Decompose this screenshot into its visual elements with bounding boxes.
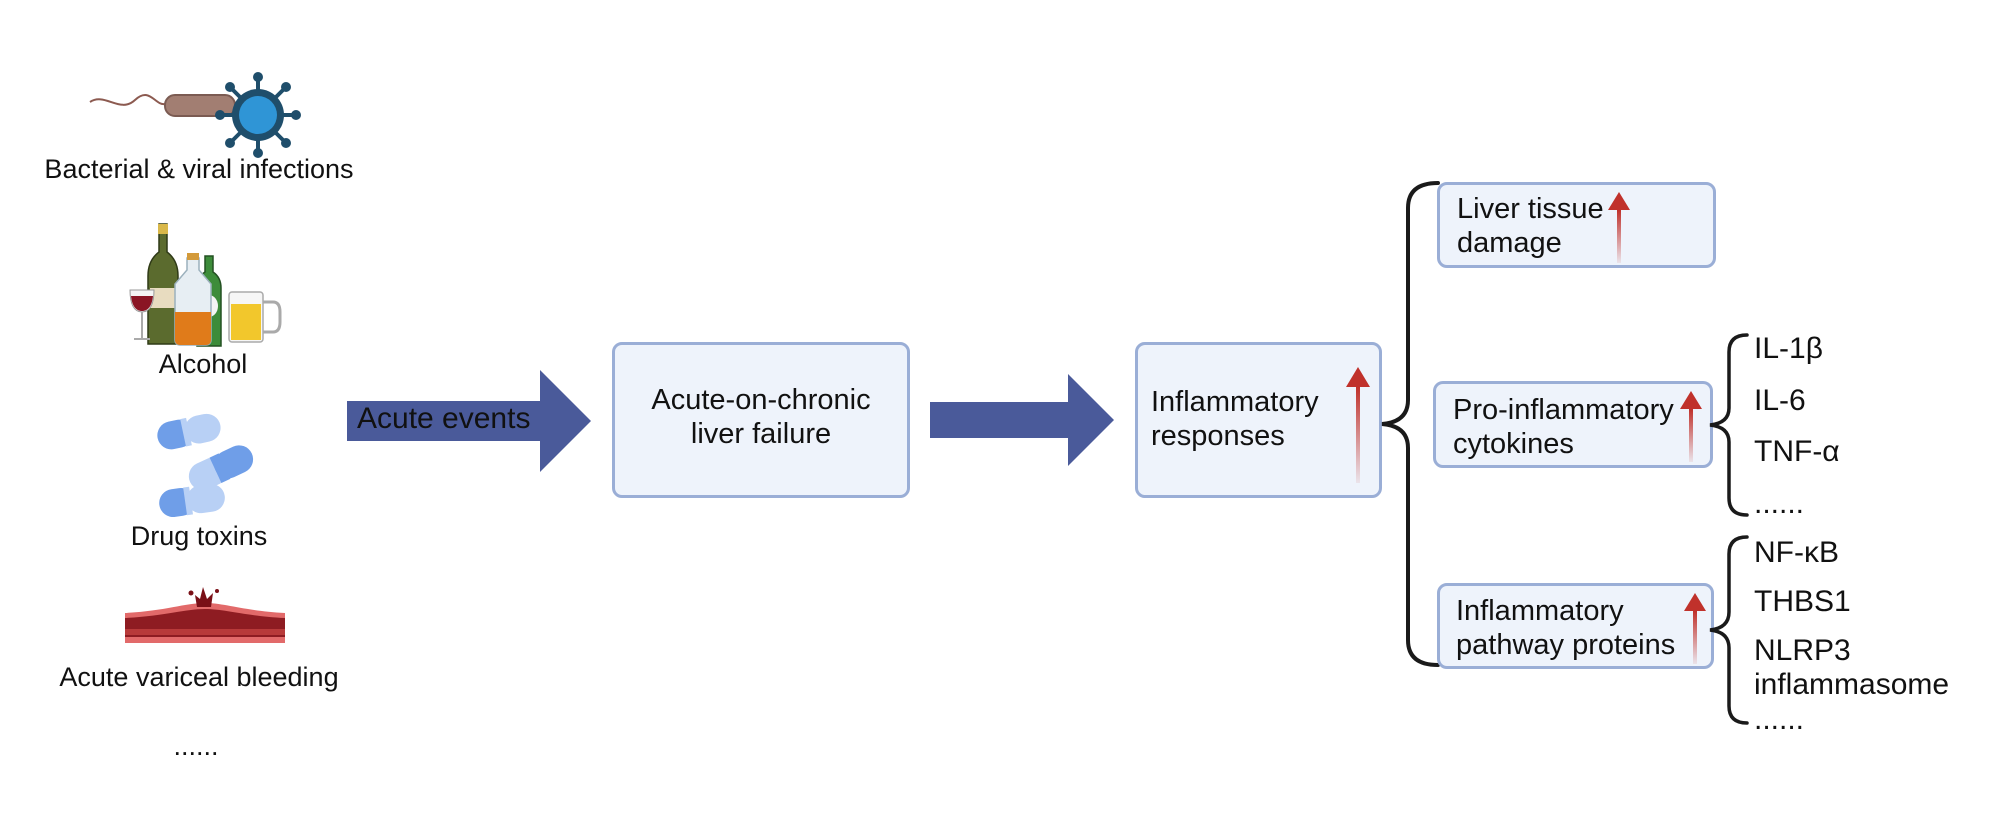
inflammatory-pathway-proteins-box: Inflammatory pathway proteins (1437, 583, 1714, 669)
trigger-drug-toxins-label: Drug toxins (130, 521, 268, 551)
trigger-variceal-bleeding-label: Acute variceal bleeding (59, 662, 339, 692)
pathway-protein-item: NLRP3 inflammasome (1754, 634, 1950, 701)
outcomes-brace (1381, 181, 1440, 667)
cytokine-item: TNF-α (1754, 435, 1840, 468)
bleeding-vessel-icon (125, 587, 285, 643)
bacteria-virus-icon (89, 72, 301, 158)
pro-inflammatory-cytokines-box: Pro-inflammatory cytokines (1433, 381, 1713, 468)
alcohol-bottles-icon (129, 223, 282, 347)
increase-arrow-icon (1608, 192, 1630, 263)
inflammatory-responses-box: Inflammatory responses (1135, 342, 1382, 498)
aclf-box: Acute-on-chronic liver failure (612, 342, 910, 498)
increase-arrow-icon (1346, 367, 1370, 483)
trigger-more-ellipsis: ...... (173, 731, 219, 761)
acute-events-arrow (347, 370, 591, 472)
liver-tissue-damage-label: Liver tissue damage (1457, 193, 1604, 259)
liver-tissue-damage-box: Liver tissue damage (1437, 182, 1716, 268)
cytokine-item: ...... (1754, 487, 1805, 520)
cytokine-item: IL-1β (1754, 332, 1823, 365)
trigger-infections-label: Bacterial & viral infections (44, 154, 354, 184)
pro-inflammatory-cytokines-label: Pro-inflammatory cytokines (1453, 394, 1674, 460)
pathway-protein-item: NF-κB (1754, 536, 1839, 569)
pill-capsules-icon (157, 413, 254, 517)
cytokines-brace (1709, 333, 1749, 517)
pathway-proteins-brace (1709, 535, 1749, 725)
pathway-protein-item: THBS1 (1754, 585, 1851, 618)
aclf-to-inflammation-arrow (930, 374, 1114, 466)
inflammatory-pathway-proteins-label: Inflammatory pathway proteins (1456, 595, 1676, 661)
cytokine-item: IL-6 (1754, 384, 1806, 417)
trigger-alcohol-label: Alcohol (158, 349, 248, 379)
pathway-protein-item: ...... (1754, 703, 1805, 736)
increase-arrow-icon (1684, 593, 1706, 664)
aclf-label: Acute-on-chronic liver failure (651, 384, 871, 450)
inflammatory-responses-label: Inflammatory responses (1151, 386, 1319, 452)
acute-events-label: Acute events (357, 402, 531, 435)
increase-arrow-icon (1680, 391, 1702, 462)
